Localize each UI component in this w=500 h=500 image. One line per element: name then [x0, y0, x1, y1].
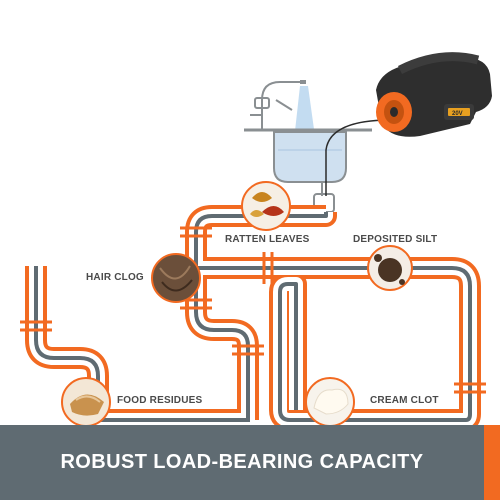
- label-hair-clog: HAIR CLOG: [86, 272, 144, 283]
- label-deposited-silt: DEPOSITED SILT: [353, 234, 438, 245]
- bottom-banner: [0, 425, 500, 500]
- banner-accent-bar: [484, 425, 500, 500]
- ratten-leaves-clog: [241, 181, 291, 231]
- banner-title: ROBUST LOAD-BEARING CAPACITY: [60, 451, 424, 473]
- pipe-network: [20, 205, 486, 431]
- cream-clot-clog: [305, 377, 355, 427]
- battery-badge: 20V: [452, 111, 463, 117]
- hair-clog: [151, 253, 201, 303]
- label-cream-clot: CREAM CLOT: [370, 395, 439, 406]
- deposited-silt-clog: [367, 245, 413, 291]
- label-food-residues: FOOD RESIDUES: [117, 395, 203, 406]
- label-ratten-leaves: RATTEN LEAVES: [225, 234, 310, 245]
- drain-auger-device: 20V: [376, 52, 492, 137]
- faucet: [250, 80, 306, 130]
- food-residues-clog: [61, 377, 111, 427]
